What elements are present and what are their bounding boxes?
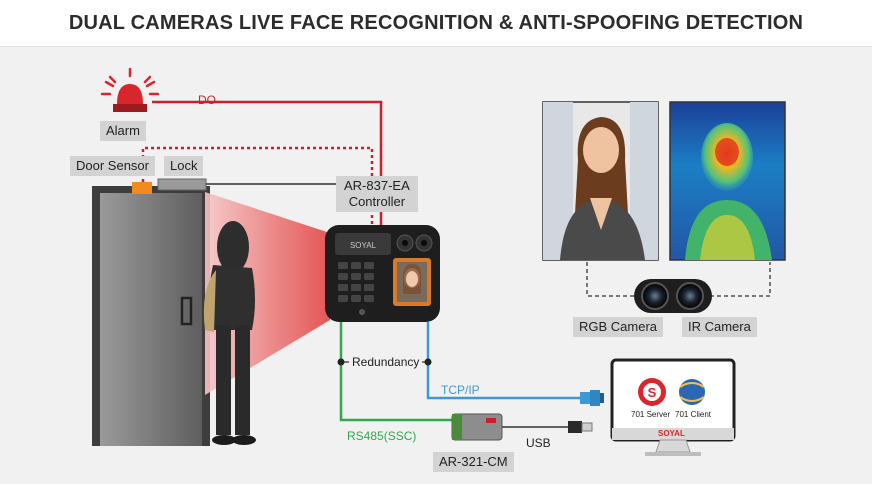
controller-model: AR-837-EA <box>344 178 410 193</box>
ir-camera-label: IR Camera <box>682 317 757 337</box>
rs485-wire <box>339 322 452 422</box>
redundancy-node-right <box>424 358 432 366</box>
door-handle <box>180 296 193 326</box>
door-panel <box>100 193 202 446</box>
page-title: DUAL CAMERAS LIVE FACE RECOGNITION & ANT… <box>68 11 804 34</box>
lock-label: Lock <box>164 156 204 176</box>
rgb-lens-icon <box>641 282 669 310</box>
controller-label: AR-837-EA Controller <box>336 176 418 212</box>
lock-device <box>157 178 207 191</box>
rj45-connector-icon <box>580 390 604 406</box>
client-app-icon <box>679 379 705 405</box>
converter-device <box>451 413 503 441</box>
door-sensor-label: Door Sensor <box>70 156 155 176</box>
usb-connector-icon <box>568 421 593 433</box>
rgb-camera-photo <box>542 101 659 261</box>
alarm-label: Alarm <box>100 121 146 141</box>
header: DUAL CAMERAS LIVE FACE RECOGNITION & ANT… <box>0 0 872 46</box>
dual-camera-module <box>634 279 712 313</box>
do-label: DO <box>198 93 216 107</box>
rs485-label: RS485(SSC) <box>347 429 417 443</box>
redundancy-node-left <box>337 358 345 366</box>
ir-lens-icon <box>676 282 704 310</box>
door-sensor-device <box>132 182 152 194</box>
controller-brand: SOYAL <box>350 241 377 250</box>
alarm-siren-icon <box>100 67 160 112</box>
person-silhouette <box>203 221 256 445</box>
redundancy-label: Redundancy <box>349 353 423 371</box>
computer-monitor: S <box>610 358 736 456</box>
rgb-camera-label: RGB Camera <box>573 317 664 337</box>
monitor-brand: SOYAL <box>658 429 685 438</box>
ir-camera-photo <box>669 101 786 261</box>
converter-label: AR-321-CM <box>433 452 514 472</box>
svg-text:S: S <box>648 385 657 400</box>
door <box>92 178 210 446</box>
usb-label: USB <box>526 436 551 450</box>
controller-device: SOYAL <box>325 225 440 322</box>
client-app-label: 701 Client <box>675 410 712 419</box>
controller-type: Controller <box>348 194 406 209</box>
tcpip-wire <box>426 322 585 400</box>
camera-link-wire <box>586 262 771 297</box>
tcpip-label: TCP/IP <box>441 383 480 397</box>
server-app-label: 701 Server <box>631 410 671 419</box>
